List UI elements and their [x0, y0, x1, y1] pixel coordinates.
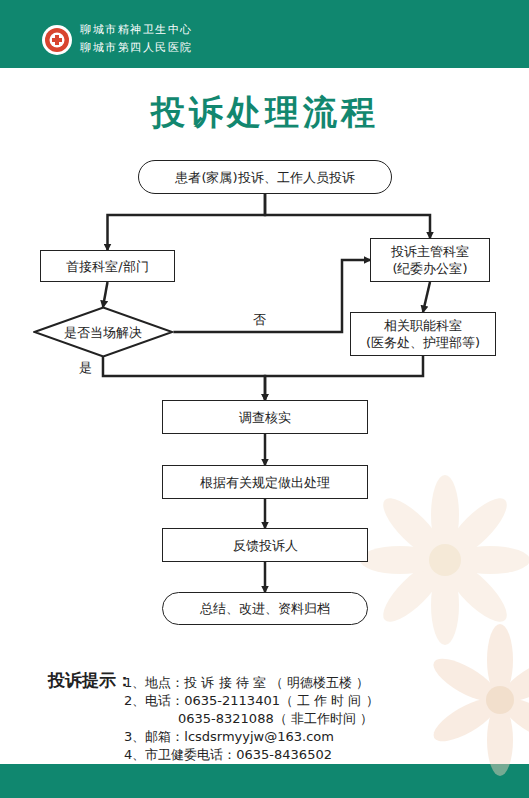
flow-arrow — [108, 194, 266, 250]
edge-label: 否 — [251, 312, 268, 327]
flow-arrow — [264, 562, 267, 592]
node-text: 是否当场解决 — [64, 324, 142, 341]
node-text-group: 首接科室/部门 — [66, 258, 148, 275]
edge-label: 是 — [77, 360, 94, 375]
node-text: 根据有关规定做出处理 — [200, 474, 330, 491]
flow-arrow — [264, 499, 267, 528]
node-text-group: 反馈投诉人 — [233, 537, 298, 554]
tips-item: 4、市卫健委电话：0635-8436502 — [124, 747, 332, 763]
header-band — [0, 0, 529, 68]
node-text-group: 根据有关规定做出处理 — [200, 474, 330, 491]
node-text-group: 是否当场解决 — [64, 324, 142, 341]
process-box: 投诉主管科室 (纪委办公室) — [370, 238, 490, 282]
process-box: 首接科室/部门 — [40, 250, 175, 282]
tips-item: 2、电话：0635-2113401（ 工 作 时 间 ） — [124, 693, 379, 709]
node-text: 相关职能科室 (医务处、护理部等) — [363, 317, 483, 351]
header-text: 聊城市第四人民医院 — [80, 40, 193, 56]
node-text: 首接科室/部门 — [66, 258, 148, 275]
node-text-group: 总结、改进、资料归档 — [200, 600, 330, 617]
start-terminal: 患者(家属)投诉、工作人员投诉 — [138, 160, 392, 194]
diagram-title: 投诉处理流程 — [0, 90, 529, 136]
tips-item: 1、地点：投 诉 接 待 室 （ 明德楼五楼 ） — [124, 675, 369, 691]
process-box: 反馈投诉人 — [162, 528, 368, 562]
footer-band — [0, 764, 529, 798]
flower-decoration — [360, 475, 529, 776]
tips-item: 3、邮箱：lcsdsrmyyjw@163.com — [124, 729, 334, 745]
header-text: 聊城市精神卫生中心 — [80, 22, 193, 38]
process-box: 调查核实 — [162, 400, 368, 434]
node-text: 调查核实 — [239, 409, 291, 426]
process-box: 相关职能科室 (医务处、护理部等) — [350, 312, 496, 356]
decision-diamond: 是否当场解决 — [33, 307, 174, 357]
flow-arrow — [103, 357, 265, 400]
node-text: 投诉主管科室 (纪委办公室) — [383, 243, 477, 277]
node-text-group: 患者(家属)投诉、工作人员投诉 — [175, 169, 354, 186]
node-text-group: 调查核实 — [239, 409, 291, 426]
node-text: 反馈投诉人 — [233, 537, 298, 554]
node-text: 总结、改进、资料归档 — [200, 600, 330, 617]
end-terminal: 总结、改进、资料归档 — [162, 592, 368, 625]
node-text-group: 投诉主管科室 (纪委办公室) — [383, 243, 477, 277]
flow-arrow — [173, 260, 370, 332]
hospital-logo — [42, 25, 72, 55]
flow-arrow — [265, 356, 423, 400]
flow-arrow — [264, 434, 267, 465]
flow-arrow — [423, 282, 430, 312]
flow-arrow — [265, 194, 430, 238]
node-text-group: 相关职能科室 (医务处、护理部等) — [363, 317, 483, 351]
node-text: 患者(家属)投诉、工作人员投诉 — [175, 169, 354, 186]
process-box: 根据有关规定做出处理 — [162, 465, 368, 499]
tips-item: 0635-8321088（ 非工作时间 ） — [178, 711, 373, 727]
tips-heading: 投诉提示： — [48, 672, 133, 688]
flow-arrow — [103, 282, 108, 307]
